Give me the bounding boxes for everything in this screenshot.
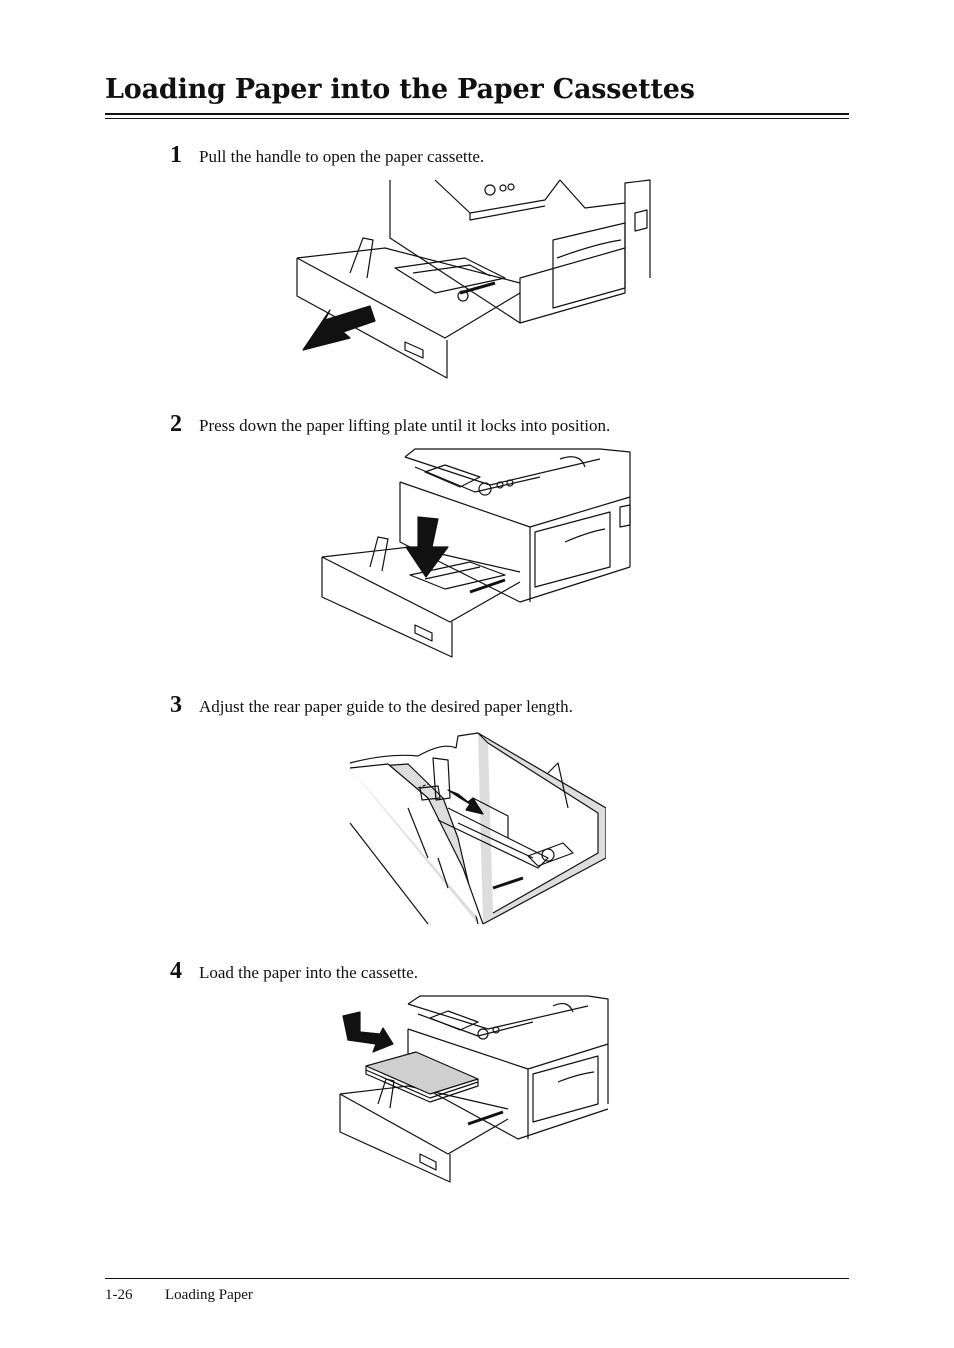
- step-4: 4 Load the paper into the cassette.: [170, 958, 850, 984]
- step-number: 2: [170, 411, 182, 437]
- step-3: 3 Adjust the rear paper guide to the des…: [170, 692, 850, 718]
- step-1: 1 Pull the handle to open the paper cass…: [170, 142, 850, 168]
- step-number: 3: [170, 692, 182, 718]
- footer-page-number: 1-26: [105, 1287, 133, 1303]
- step-number: 4: [170, 958, 182, 984]
- footer-rule: [105, 1278, 849, 1279]
- illustration-press-lifting-plate: [320, 447, 632, 659]
- illustration-open-cassette: [295, 178, 657, 380]
- title-rule-thin: [105, 118, 849, 119]
- step-text: Load the paper into the cassette.: [199, 963, 419, 982]
- title-rule-thick: [105, 113, 849, 115]
- page-title: Loading Paper into the Paper Cassettes: [105, 74, 695, 105]
- step-text: Adjust the rear paper guide to the desir…: [199, 697, 573, 716]
- step-text: Press down the paper lifting plate until…: [199, 416, 611, 435]
- step-text: Pull the handle to open the paper casset…: [199, 147, 485, 166]
- footer-section-title: Loading Paper: [165, 1287, 253, 1303]
- illustration-load-paper: [338, 994, 610, 1184]
- step-2: 2 Press down the paper lifting plate unt…: [170, 411, 850, 437]
- illustration-adjust-rear-guide: [348, 728, 606, 926]
- step-number: 1: [170, 142, 182, 168]
